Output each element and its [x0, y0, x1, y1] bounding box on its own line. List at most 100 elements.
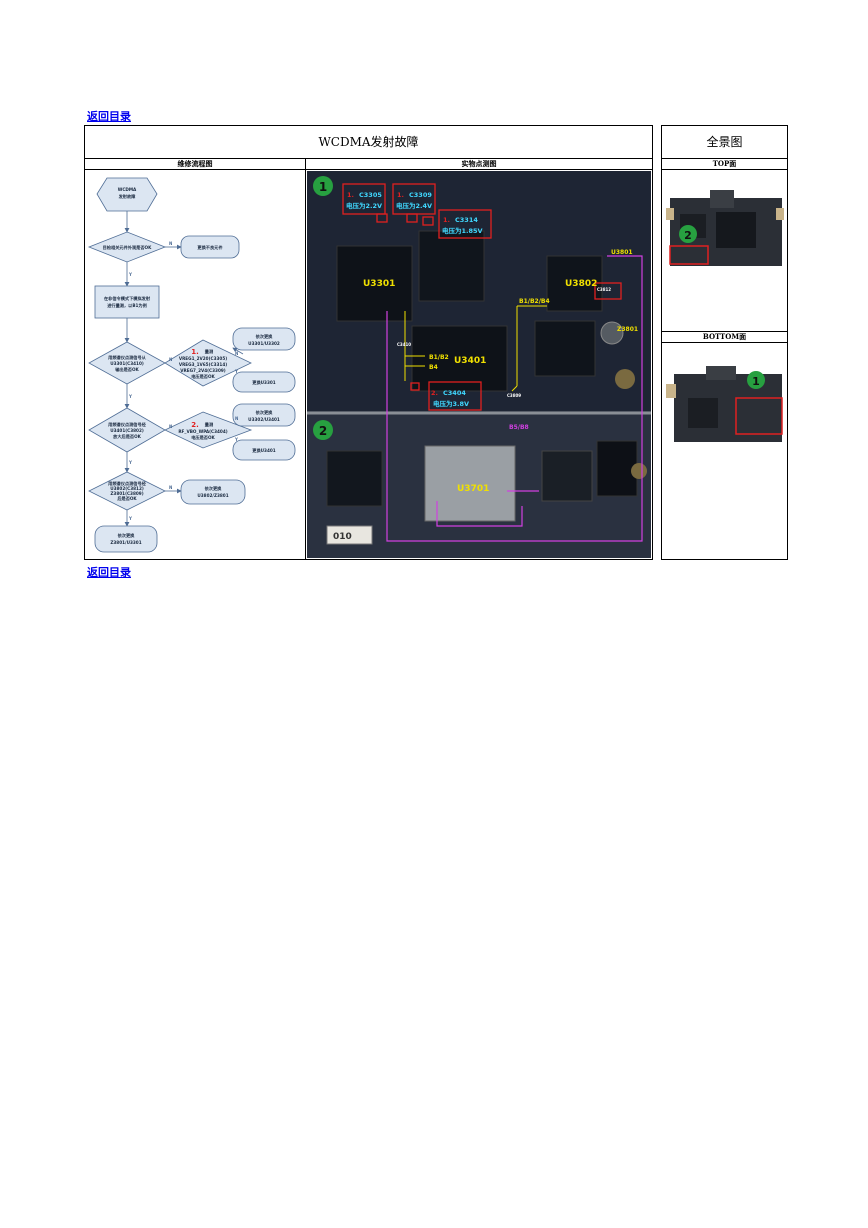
flow-box-3 — [232, 403, 296, 427]
callout-3-ref: C3314 — [455, 216, 478, 224]
flow-no-3: N — [169, 424, 172, 429]
flow-start-line1: WCDMA — [118, 187, 137, 192]
flow-end-line1: 依次更换 — [118, 532, 136, 539]
flow-end-line2: Z3801/U3301 — [110, 540, 141, 545]
flow-yes-3: Y — [128, 460, 132, 465]
flow-yes-4: Y — [128, 516, 132, 521]
net-label-c3812: C3812 — [597, 287, 611, 292]
flow-check-2 — [164, 411, 253, 449]
board-photo-svg: 1 2 U3301 U3401 U3802 U3701 U3801 Z3801 … — [307, 171, 651, 558]
chip-label-u3401: U3401 — [454, 356, 486, 366]
flow-check-1-line1: VREG1_2V20(C3305) — [179, 356, 227, 361]
chip-label-u3701: U3701 — [457, 484, 489, 494]
top-side-badge: 2 — [684, 229, 692, 242]
callout-4-ref: C3404 — [443, 389, 466, 397]
callout-3-text: 电压为1.85V — [442, 226, 483, 235]
flow-check-1-title: 量测 — [205, 348, 213, 355]
overview-title: 全景图 — [662, 126, 787, 159]
flow-no-2: N — [169, 357, 172, 362]
flow-decision-4-line2: U3802(C3812) — [110, 486, 144, 491]
net-label-c3410: C3410 — [397, 342, 411, 347]
top-side-label: TOP面 — [662, 159, 787, 170]
flow-check-2-title: 量测 — [205, 421, 213, 428]
flow-decision-4-line1: 用频谱仪点测信号经 — [108, 480, 147, 487]
flow-decision-3 — [88, 407, 166, 453]
flow-decision-3-line2: U3401(C3802) — [110, 428, 144, 433]
flow-box-1 — [232, 327, 296, 351]
flow-box-4-text: 更换U3401 — [252, 447, 276, 454]
flow-decision-4 — [88, 471, 166, 511]
flow-decision-2-line3: 输出是否OK — [115, 366, 139, 373]
net-label-c3809: C3809 — [507, 393, 521, 398]
flow-yes-2: Y — [128, 394, 132, 399]
column-divider — [305, 159, 306, 559]
flow-end — [94, 525, 158, 553]
chip-label-u3801: U3801 — [611, 249, 633, 256]
board-badge-1: 1 — [319, 180, 327, 194]
flow-box-4 — [232, 439, 296, 461]
flow-no-1: N — [169, 241, 172, 246]
callout-1-num: 1. — [347, 191, 354, 199]
callout-4-text: 电压为3.8V — [433, 399, 469, 408]
flow-check-1-line2: VREG3_1V65(C3314) — [179, 362, 227, 367]
flowchart-svg: WCDMA 发射故障 目检相关元件外观是否OK 更换不良元件 在非信令模式下模拟… — [87, 177, 296, 553]
flow-check-1-y: Y — [234, 369, 238, 374]
flow-box-5-line2: U3802/Z3801 — [197, 493, 228, 498]
callout-3-num: 1. — [443, 216, 450, 224]
callout-2-text: 电压为2.4V — [396, 201, 432, 210]
flow-decision-3-line1: 用频谱仪点测信号经 — [108, 421, 147, 428]
net-label-b1b2b4: B1/B2/B4 — [519, 298, 550, 305]
flow-decision-1-text: 目检相关元件外观是否OK — [103, 244, 152, 251]
flow-box-3-line1: 依次更换 — [256, 409, 274, 416]
callout-2-num: 1. — [397, 191, 404, 199]
main-table-title: WCDMA发射故障 — [85, 126, 652, 159]
flow-process-1-line2: 进行量测，以B1为例 — [107, 302, 147, 309]
chip-label-u3301: U3301 — [363, 279, 395, 289]
callout-1-text: 电压为2.2V — [346, 201, 382, 210]
bottom-side-badge: 1 — [752, 375, 760, 388]
flow-check-2-line1: RF_VBO_WPA(C3404) — [178, 429, 227, 434]
flow-process-1-line1: 在非信令模式下模拟发射 — [104, 295, 151, 302]
board-badge-2: 2 — [319, 424, 327, 438]
flow-box-2 — [232, 371, 296, 393]
main-table-subheader — [85, 159, 652, 170]
flow-check-1-num: 1. — [191, 348, 199, 356]
flow-check-2-line2: 电压是否OK — [191, 434, 215, 441]
flow-no-4: N — [169, 485, 172, 490]
flow-box-1-line1: 依次更换 — [256, 333, 274, 340]
net-label-b4: B4 — [429, 364, 438, 371]
flow-yes-1: Y — [128, 272, 132, 277]
bottom-side-svg: 1 — [666, 366, 783, 442]
flow-start — [96, 177, 158, 212]
flow-decision-2-line1: 用频谱仪点测信号从 — [108, 354, 147, 361]
flow-check-1 — [164, 339, 252, 387]
flow-action-1 — [180, 235, 240, 259]
flow-check-1-line4: 电压是否OK — [191, 373, 215, 380]
flow-decision-2-line2: U3301(C3410) — [110, 361, 144, 366]
flow-process-1 — [94, 285, 160, 319]
back-to-toc-link-top[interactable]: 返回目录 — [87, 110, 131, 123]
board-photo: 1 2 U3301 U3401 U3802 U3701 U3801 Z3801 … — [307, 171, 651, 558]
bottom-side-label: BOTTOM面 — [662, 331, 787, 343]
net-label-b5b8: B5/B8 — [509, 424, 529, 431]
flow-box-2-text: 更换U3301 — [252, 379, 276, 386]
flow-check-2-num: 2. — [191, 421, 199, 429]
flow-column-label: 维修流程图 — [177, 159, 213, 168]
callout-4-num: 2. — [431, 389, 438, 397]
flow-check-2-y: Y — [234, 437, 238, 442]
back-to-toc-link-bottom[interactable]: 返回目录 — [87, 566, 131, 579]
flow-box-3-line2: U3302/U3401 — [248, 417, 280, 422]
points-column-label: 实物点测图 — [461, 159, 497, 168]
flow-check-2-n: N — [235, 416, 238, 421]
flow-check-1-line3: VREG7_2V4(C3309) — [180, 368, 225, 373]
net-label-b1b2: B1/B2 — [429, 354, 449, 361]
top-side-photo: 2 — [666, 184, 784, 274]
flow-start-line2: 发射故障 — [119, 193, 137, 200]
flow-decision-4-line4: 后是否OK — [117, 495, 137, 502]
top-side-svg: 2 — [666, 190, 784, 266]
silkscreen-label: 010 — [333, 532, 352, 542]
flow-decision-3-line3: 放大后是否OK — [112, 433, 141, 440]
chip-label-u3802: U3802 — [565, 279, 597, 289]
chip-label-z3801: Z3801 — [617, 326, 638, 333]
flow-box-5 — [180, 479, 246, 505]
